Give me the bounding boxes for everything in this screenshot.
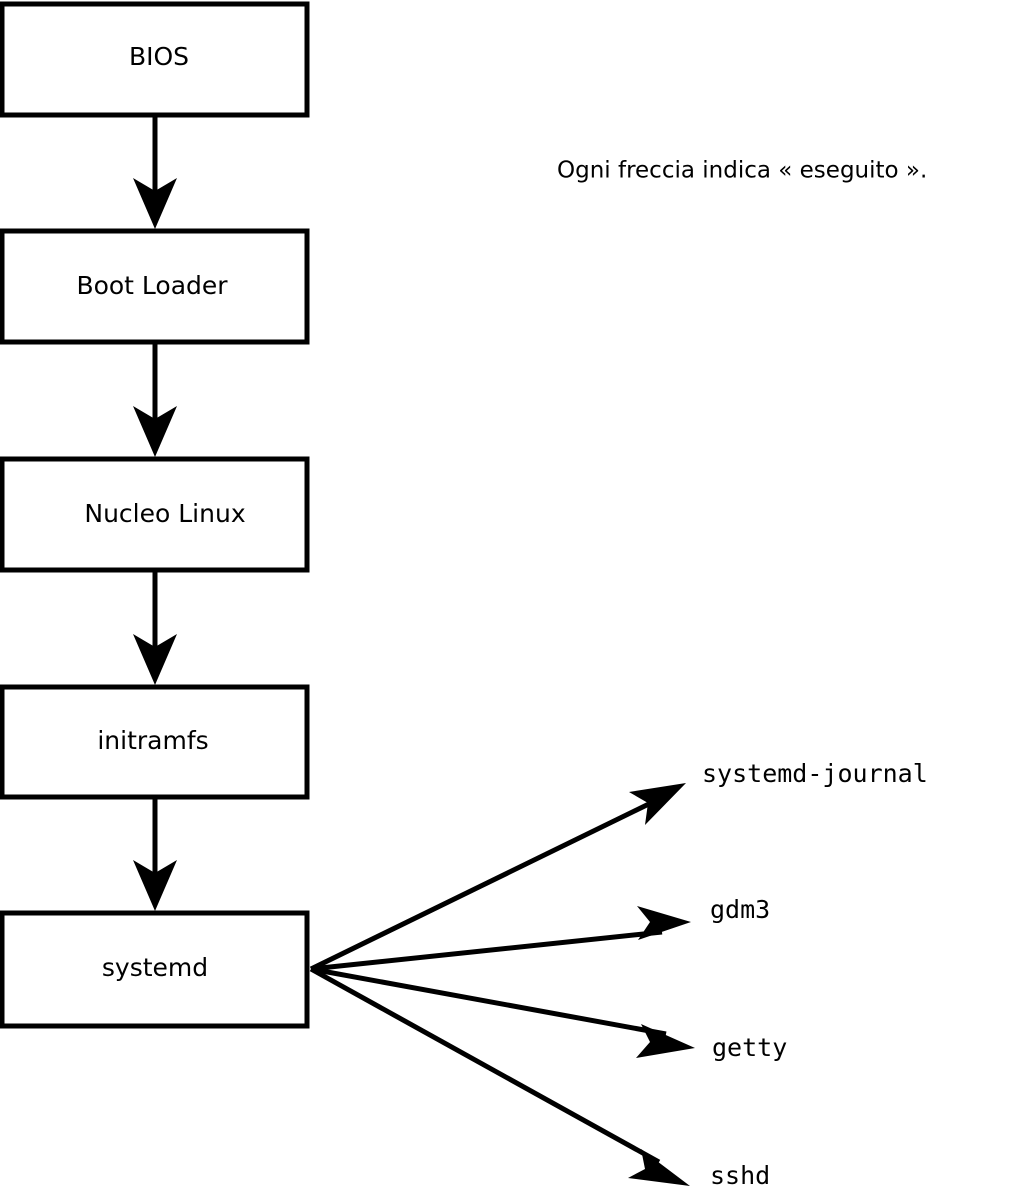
arrow-head-icon [133,178,177,229]
arrow-initramfs-to-systemd [133,797,177,911]
arrow-systemd-to-gdm3 [310,906,691,972]
node-systemd-rect [0,910,310,1029]
node-boot-loader-label: Boot Loader [76,271,228,300]
arrow-systemd-to-getty [310,966,695,1058]
node-initramfs-rect [0,684,310,800]
arrow-systemd-to-sshd [309,966,690,1186]
arrow-systemd-to-systemd-journal [309,783,686,972]
arrow-head-icon [133,634,177,685]
arrow-head-icon [133,406,177,457]
arrow-kernel-to-initramfs [133,570,177,685]
diagram-caption: Ogni freccia indica « eseguito ». [557,158,927,184]
node-boot-loader-rect [0,228,310,345]
node-kernel[interactable]: Nucleo Linux [0,456,310,573]
node-systemd-label: systemd [102,953,208,982]
arrow-head-icon [636,1024,695,1058]
node-bios-rect [0,1,310,118]
service-label-gdm3: gdm3 [710,895,770,924]
node-initramfs-label: initramfs [97,726,208,755]
service-label-getty: getty [712,1033,787,1062]
arrow-boot-loader-to-kernel [133,342,177,457]
arrow-head-icon [629,783,686,825]
arrow-head-icon [628,1149,690,1186]
arrow-head-icon [133,860,177,911]
node-systemd[interactable]: systemd [0,910,310,1029]
node-bios[interactable]: BIOS [0,1,310,118]
arrow-bios-to-boot-loader [133,115,177,229]
arrow-head-icon [637,906,691,940]
node-initramfs[interactable]: initramfs [0,684,310,800]
node-kernel-label: Nucleo Linux [84,499,245,528]
node-boot-loader[interactable]: Boot Loader [0,228,310,345]
service-label-sshd: sshd [710,1161,770,1190]
service-label-systemd-journal: systemd-journal [702,759,928,788]
node-bios-label: BIOS [129,42,189,71]
